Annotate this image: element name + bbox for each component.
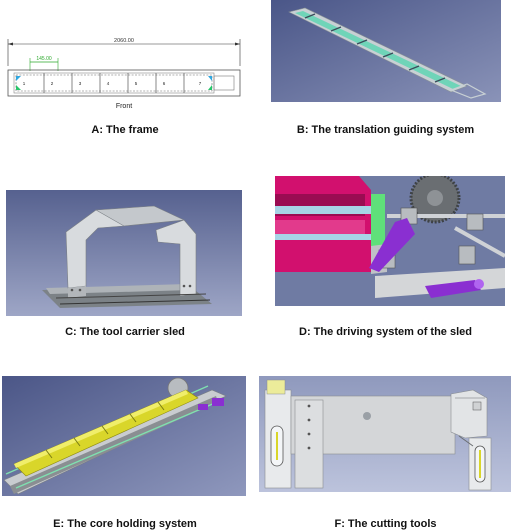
- segment-number: 5: [135, 81, 138, 86]
- segment-number: 1: [23, 81, 26, 86]
- panel-d: D: The driving system of the sled: [257, 172, 514, 348]
- core-holder-render: [2, 376, 246, 496]
- caption-e: E: The core holding system: [53, 518, 197, 530]
- guide-system-render: [271, 0, 501, 102]
- caption-c: C: The tool carrier sled: [65, 326, 185, 338]
- dim-small-label: 145.00: [36, 56, 52, 62]
- panel-b: B: The translation guiding system: [257, 0, 514, 140]
- caption-a: A: The frame: [91, 124, 159, 136]
- segment-number: 2: [51, 81, 54, 86]
- segment-number: 3: [79, 81, 82, 86]
- front-label: Front: [116, 103, 132, 110]
- frame-drawing: 2060.00 145.00: [2, 36, 246, 114]
- cutting-tools-render: [259, 376, 511, 492]
- sled-render: [6, 190, 242, 316]
- panel-c: C: The tool carrier sled: [0, 178, 250, 348]
- panel-a: 2060.00 145.00: [0, 0, 250, 140]
- panel-e: E: The core holding system: [0, 372, 250, 532]
- dim-total-label: 2060.00: [114, 38, 134, 44]
- segment-number: 4: [107, 81, 110, 86]
- caption-d: D: The driving system of the sled: [299, 326, 472, 338]
- caption-f: F: The cutting tools: [334, 518, 437, 530]
- drive-system-render: [275, 176, 505, 306]
- segment-number: 7: [199, 81, 202, 86]
- panel-f: F: The cutting tools: [257, 372, 514, 532]
- caption-b: B: The translation guiding system: [296, 124, 475, 136]
- segment-number: 6: [163, 81, 166, 86]
